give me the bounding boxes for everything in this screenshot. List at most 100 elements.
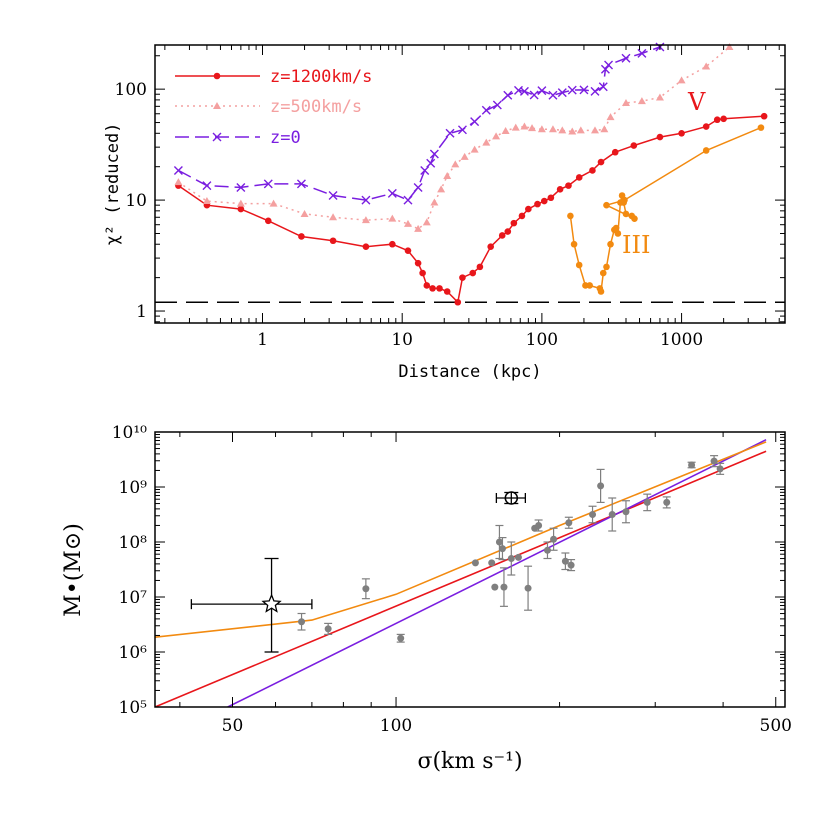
top-legend: z=1200km/s z=500km/s z=0 <box>175 67 372 148</box>
fit-line-0 <box>155 450 767 707</box>
y-tick-label: 10 <box>125 191 147 211</box>
series-2-point <box>529 90 539 100</box>
legend-marker-0 <box>213 72 221 80</box>
galaxy-point <box>643 498 651 506</box>
series-2-point <box>557 88 567 98</box>
series-0-point <box>678 129 685 137</box>
galaxy-point <box>535 522 543 529</box>
x-tick-label: 1 <box>257 330 268 350</box>
series-1-point <box>637 97 646 105</box>
series-0-point <box>329 237 337 245</box>
series-0-point <box>525 205 532 213</box>
series-0-point <box>469 269 477 277</box>
series-3-point <box>597 288 605 295</box>
series-0-point <box>575 174 583 181</box>
series-3-line <box>569 126 762 292</box>
series-1-point <box>590 126 599 134</box>
series-2-point <box>503 90 513 100</box>
series-2-point <box>519 86 529 96</box>
series-0-point <box>389 240 396 248</box>
series-3-point <box>702 147 710 154</box>
series-3-point <box>621 196 628 204</box>
series-0-point <box>423 282 431 289</box>
series-3-point <box>757 124 765 131</box>
series-0-point <box>611 148 619 156</box>
y-tick-label: 10⁶ <box>119 643 148 663</box>
series-2-point <box>403 195 413 205</box>
series-3-point <box>622 210 630 218</box>
series-1-point <box>388 214 397 222</box>
series-0-point <box>487 243 494 251</box>
galaxy-point <box>491 583 499 591</box>
series-2-point <box>637 48 647 58</box>
galaxy-point <box>471 559 479 567</box>
y-tick-label: 10⁷ <box>119 588 148 608</box>
series-2-point <box>445 128 455 138</box>
series-2-point <box>548 90 558 100</box>
series-1-point <box>451 160 460 168</box>
series-1-point <box>460 152 469 160</box>
series-0-point <box>264 217 272 225</box>
series-3-point <box>614 230 622 237</box>
y-tick-label: 1 <box>136 302 147 322</box>
legend-marks <box>175 72 260 142</box>
series-2-point <box>492 100 502 110</box>
series-2-point <box>579 85 589 95</box>
series-0-point <box>597 158 605 166</box>
series-1-point <box>537 125 546 133</box>
series-2-point <box>202 181 212 191</box>
galaxy-point <box>710 457 718 465</box>
y-tick-label: 10⁹ <box>119 478 148 498</box>
series-1-point <box>548 125 557 133</box>
series-0-point <box>419 269 426 277</box>
series-0-point <box>498 232 506 239</box>
annotation-iii: III <box>622 231 650 259</box>
series-0-point <box>547 194 555 202</box>
series-2-point <box>457 125 467 135</box>
series-1-point <box>558 126 567 134</box>
galaxy-point <box>597 482 605 490</box>
series-1-point <box>300 209 309 217</box>
series-3-point <box>567 212 574 220</box>
series-1-point <box>437 185 446 193</box>
series-0-point <box>429 285 436 292</box>
series-0-point <box>556 186 564 193</box>
series-1-point <box>329 213 338 221</box>
series-1-point <box>492 132 501 140</box>
x-tick-label: 100 <box>380 716 412 736</box>
bottom-panel-frame <box>154 431 786 708</box>
legend-label-z1200: z=1200km/s <box>270 67 372 87</box>
series-0-point <box>589 167 596 174</box>
series-1-point <box>443 171 452 179</box>
series-1-point <box>520 122 529 130</box>
series-1-line <box>177 46 730 230</box>
series-0-point <box>720 115 727 123</box>
series-2-point <box>263 179 273 189</box>
series-0-point <box>504 228 512 235</box>
top-panel-data-layer <box>155 42 785 306</box>
series-2-point <box>598 82 608 92</box>
x-tick-label: 50 <box>222 716 244 736</box>
galaxy-point <box>524 584 532 592</box>
series-1-point <box>576 126 585 134</box>
series-0-point <box>518 212 526 220</box>
galaxy-point <box>567 561 575 569</box>
galaxy-point <box>589 511 597 518</box>
series-2-point <box>604 60 614 70</box>
series-1-point <box>361 216 370 224</box>
series-0-point <box>630 142 638 149</box>
x-tick-label: 1000 <box>660 330 703 350</box>
fit-line-2 <box>155 441 767 638</box>
galaxy-point <box>500 583 508 591</box>
galaxy-point <box>397 634 405 642</box>
series-1-point <box>600 125 609 133</box>
galaxy-point <box>565 519 573 527</box>
series-1-point <box>430 198 439 206</box>
star-marker <box>261 593 282 613</box>
series-0-point <box>534 200 541 208</box>
x-tick-label: 500 <box>760 716 792 736</box>
series-1-point <box>621 99 630 107</box>
bottom-x-axis-title: σ(km s⁻¹) <box>417 749 522 774</box>
